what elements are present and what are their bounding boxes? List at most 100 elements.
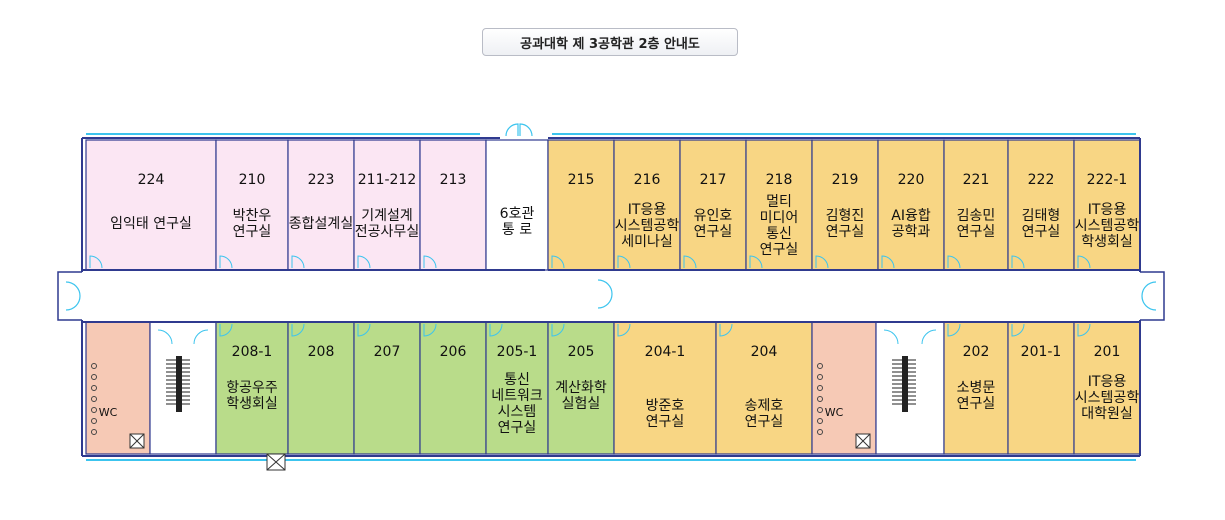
room-number: 204-1 [645, 344, 686, 360]
stairwell[interactable] [875, 321, 945, 455]
room-area [419, 321, 487, 455]
wc-label: WC [99, 406, 118, 419]
room-area [215, 321, 289, 455]
room-label-line: 계산화학 [555, 380, 607, 396]
door-icon [947, 323, 961, 337]
stairwell[interactable] [149, 321, 217, 455]
room-area [485, 321, 549, 455]
stair-rail [902, 356, 908, 412]
room-number: 208 [308, 344, 335, 360]
door-icon [815, 255, 829, 269]
room-label-line: IT응용 [628, 202, 667, 218]
room-label-line: 김태형 [1022, 208, 1061, 224]
room-label-line: 김형진 [826, 208, 865, 224]
room-number: 201-1 [1021, 344, 1062, 360]
door-icon [683, 255, 697, 269]
fixture-icon [817, 385, 823, 391]
room-206[interactable]: 206 [419, 321, 487, 455]
room-label-line: 6호관 [500, 206, 535, 222]
room-area [613, 321, 717, 455]
door-icon [193, 329, 209, 345]
door-icon [1011, 323, 1025, 337]
room-number: 224 [138, 172, 165, 188]
restroom[interactable]: WC [811, 321, 877, 455]
wc-label: WC [825, 406, 844, 419]
room-label-line: 박찬우 [233, 208, 272, 224]
door-icon [1077, 255, 1091, 269]
fixture-icon [91, 407, 97, 413]
room-label-line: 김송민 [957, 208, 996, 224]
room-area [1007, 321, 1075, 455]
fixture-icon [817, 407, 823, 413]
room-area [679, 139, 747, 271]
room-number: 218 [766, 172, 793, 188]
door-icon [617, 323, 631, 337]
room-label-line: 시스템 [498, 404, 537, 420]
door-icon [219, 323, 233, 337]
room-number: 217 [700, 172, 727, 188]
room-label-line: 송제호 [745, 398, 784, 414]
door-icon [219, 255, 233, 269]
room-label-line: 통신 [766, 226, 792, 242]
room-label-line: 연구실 [694, 224, 733, 240]
room-label-line: IT응용 [1088, 374, 1127, 390]
room-label-line: 종합설계실 [289, 216, 353, 232]
outer-walls [81, 137, 1141, 457]
room-label-line: 학생회실 [1081, 234, 1133, 250]
room-number: 222 [1028, 172, 1055, 188]
door-icon [749, 255, 763, 269]
room-208[interactable]: 208 [287, 321, 355, 455]
room-area [287, 139, 355, 271]
room-area [215, 139, 289, 271]
room-number: 213 [440, 172, 467, 188]
fixture-icon [817, 363, 823, 369]
fixture-icon [91, 418, 97, 424]
room-215[interactable]: 215 [547, 139, 615, 271]
door-icon [921, 329, 937, 345]
room-207[interactable]: 207 [353, 321, 421, 455]
room-label-line: AI융합 [891, 208, 931, 224]
room-213[interactable]: 213 [419, 139, 487, 271]
room-label-line: 공학과 [892, 224, 931, 240]
restroom[interactable]: WC [85, 321, 151, 455]
room-number: 215 [568, 172, 595, 188]
room-201-1[interactable]: 201-1 [1007, 321, 1075, 455]
room-label-line: 연구실 [745, 414, 784, 430]
fixture-icon [91, 374, 97, 380]
map-title: 공과대학 제 3공학관 2층 안내도 [482, 28, 738, 56]
room-area [419, 139, 487, 271]
room-number: 216 [634, 172, 661, 188]
room-area [1073, 139, 1141, 271]
room-label-line: 방준호 [646, 398, 685, 414]
room-224[interactable]: 224 임익태 연구실 [85, 139, 217, 271]
room-label-line: 세미나실 [621, 234, 673, 250]
fixture-icon [91, 396, 97, 402]
door-icon [157, 329, 173, 345]
door-icon [357, 323, 371, 337]
room-label-line: 임익태 연구실 [110, 216, 192, 232]
door-icon [489, 323, 503, 337]
room-label-line: 연구실 [1022, 224, 1061, 240]
fixture-icon [91, 363, 97, 369]
room-area [485, 139, 549, 271]
